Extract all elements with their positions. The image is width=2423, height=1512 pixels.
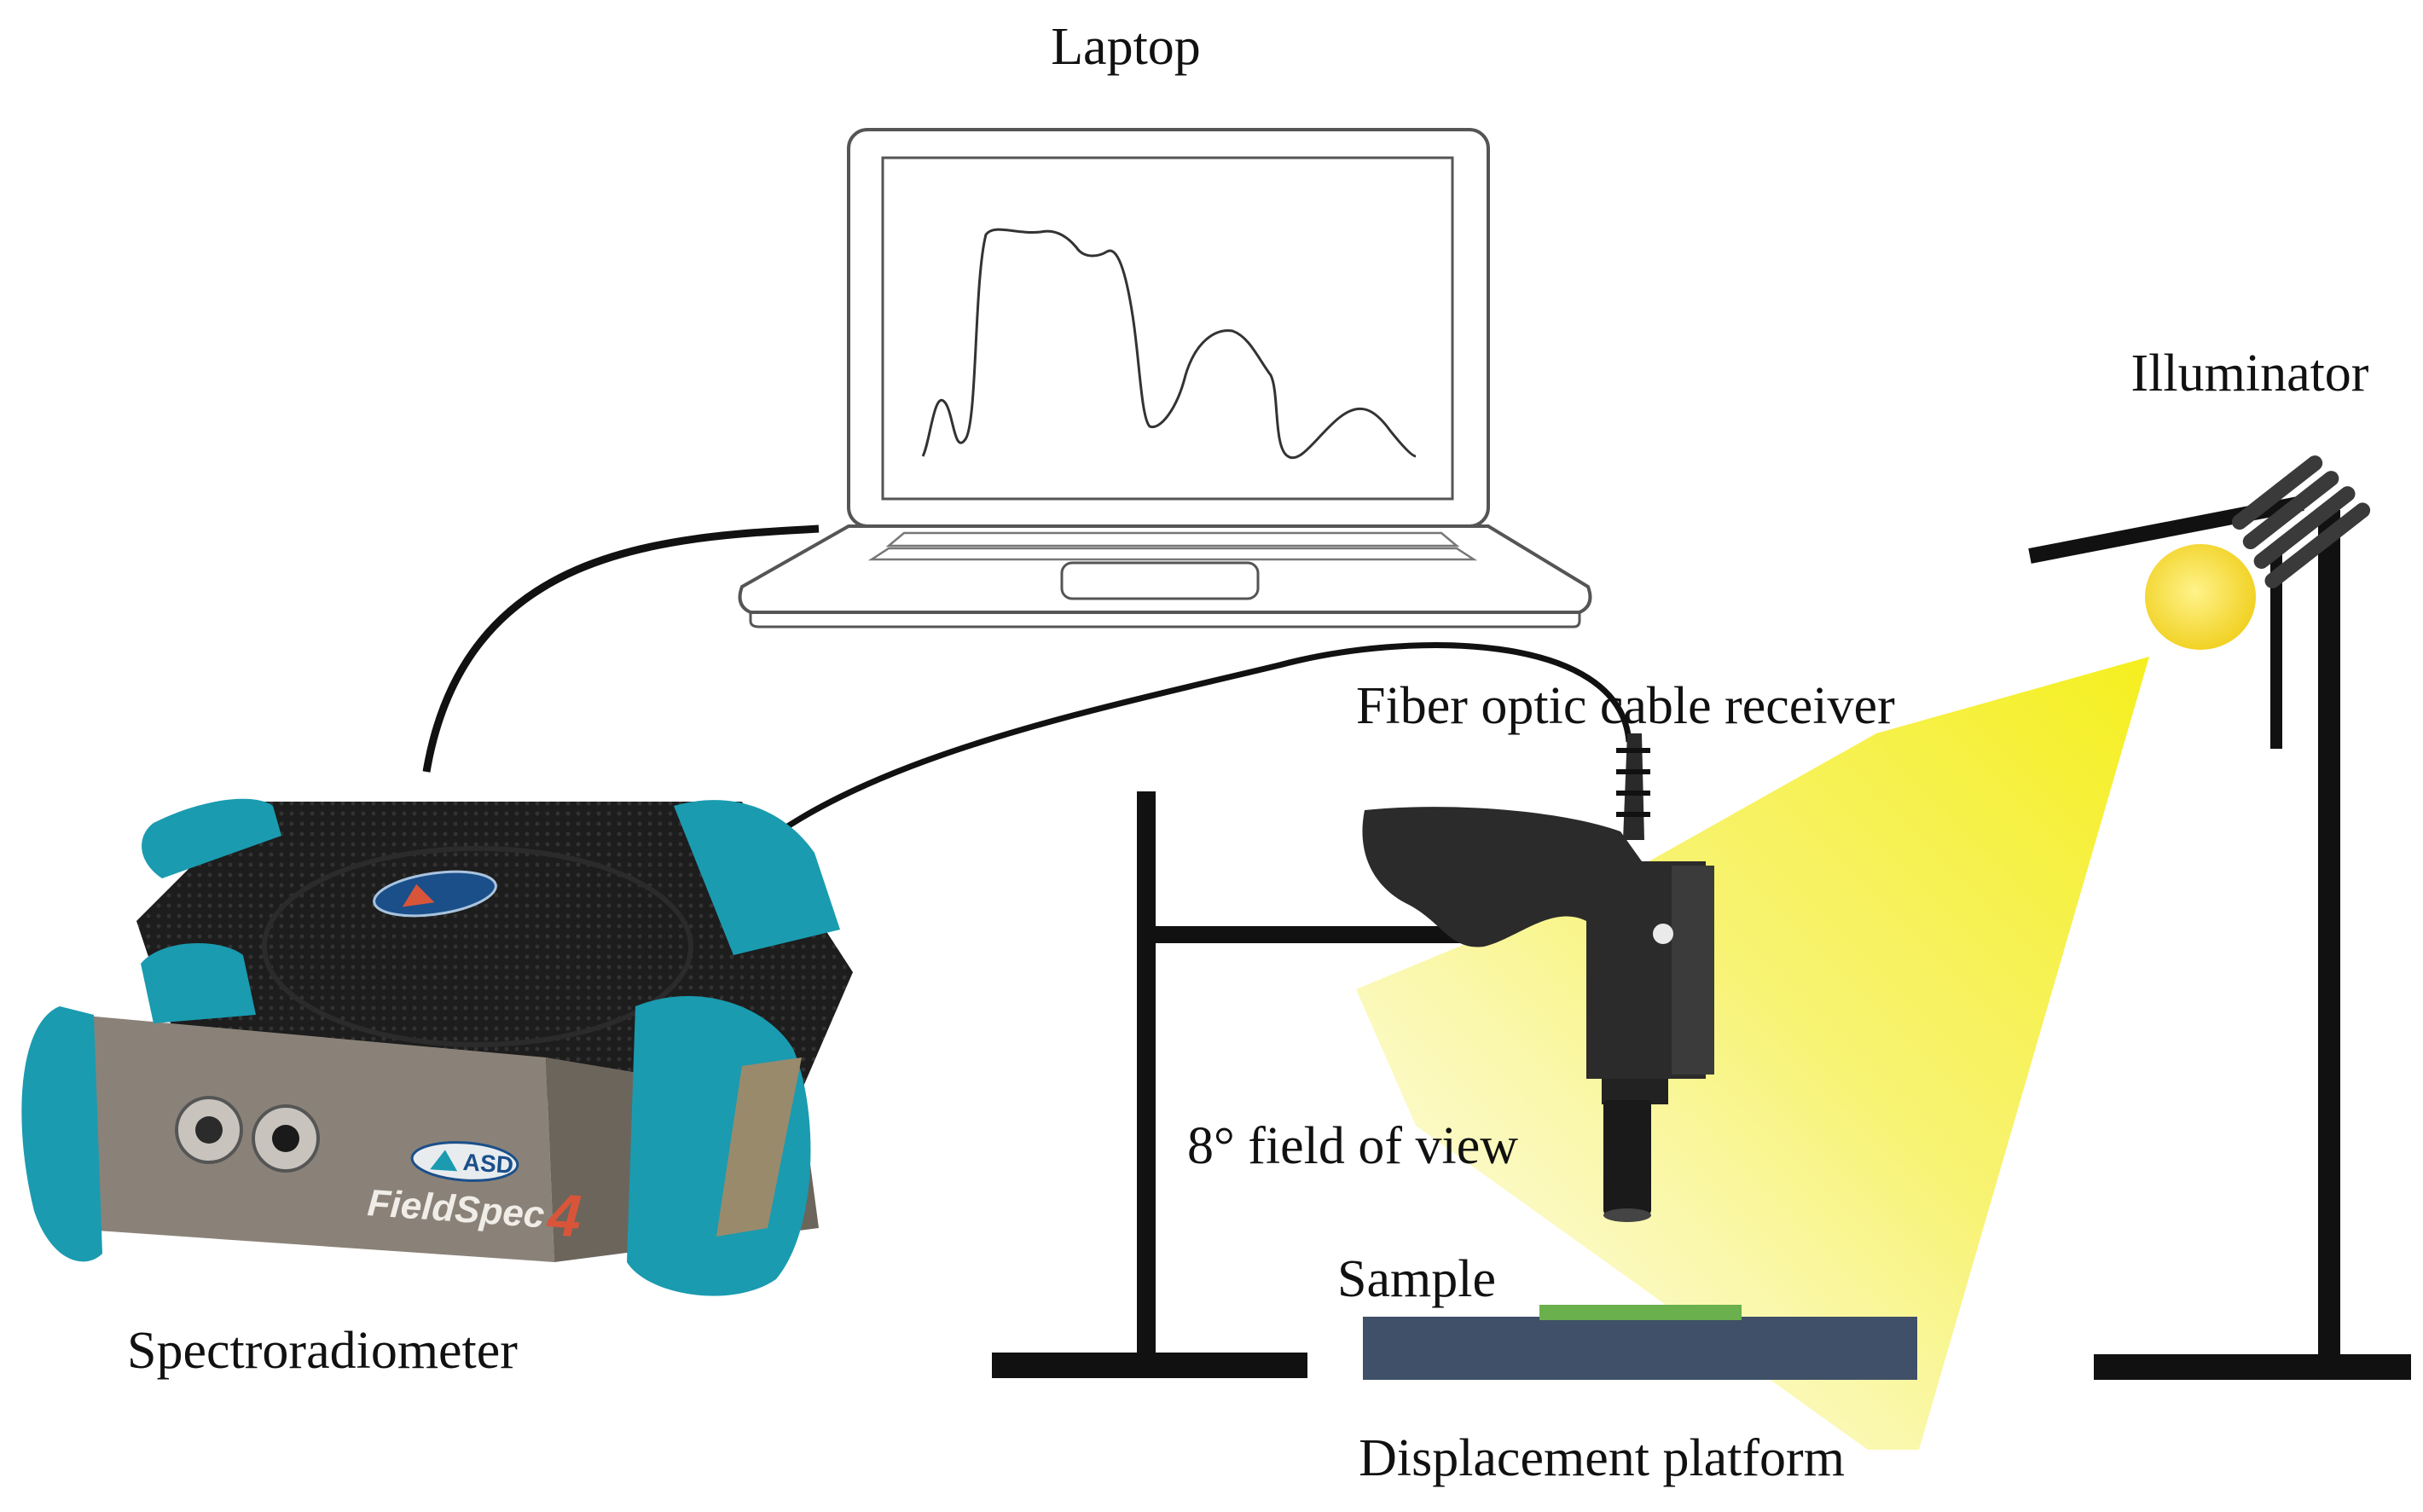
light-beam xyxy=(1356,657,2149,1450)
platform-label: Displacement platform xyxy=(1359,1429,1845,1487)
sample-label: Sample xyxy=(1337,1250,1496,1308)
screen-spectrum-curve xyxy=(921,228,1417,460)
bumper-center xyxy=(141,943,256,1023)
lamp-icon xyxy=(2231,455,2371,588)
spectroradiometer-icon: ASD FieldSpec 4 xyxy=(21,798,853,1296)
laptop-label: Laptop xyxy=(1051,18,1201,76)
lab-stand xyxy=(992,791,1488,1378)
pistol-grip-icon xyxy=(1362,733,1714,1222)
laptop-icon xyxy=(738,128,1592,629)
displacement-platform xyxy=(1363,1317,1917,1380)
bulb-icon xyxy=(2145,544,2256,650)
asd-logo-top xyxy=(373,870,497,918)
asd-logo-front: ASD xyxy=(410,1141,519,1182)
data-cable xyxy=(422,524,820,773)
fieldspec-number: 4 xyxy=(544,1181,583,1250)
field-of-view-label: 8° field of view xyxy=(1187,1117,1518,1175)
bumper-left-top xyxy=(142,798,281,878)
bumper-left xyxy=(21,1006,102,1262)
handle xyxy=(716,1057,802,1237)
fiber-receiver-label: Fiber optic cable receiver xyxy=(1356,677,1895,735)
illuminator-label: Illuminator xyxy=(2131,345,2369,403)
fore-optic xyxy=(1603,1100,1651,1215)
illuminator-base xyxy=(2094,1354,2411,1380)
spectroradiometer-label: Spectroradiometer xyxy=(127,1322,518,1380)
illuminator-pole-inner xyxy=(2270,546,2282,749)
asd-logo-text: ASD xyxy=(462,1149,514,1179)
illuminator-pole xyxy=(2318,510,2340,1363)
sample xyxy=(1539,1305,1742,1320)
illuminator xyxy=(2028,455,2411,1380)
bumper-right-top xyxy=(674,800,840,955)
